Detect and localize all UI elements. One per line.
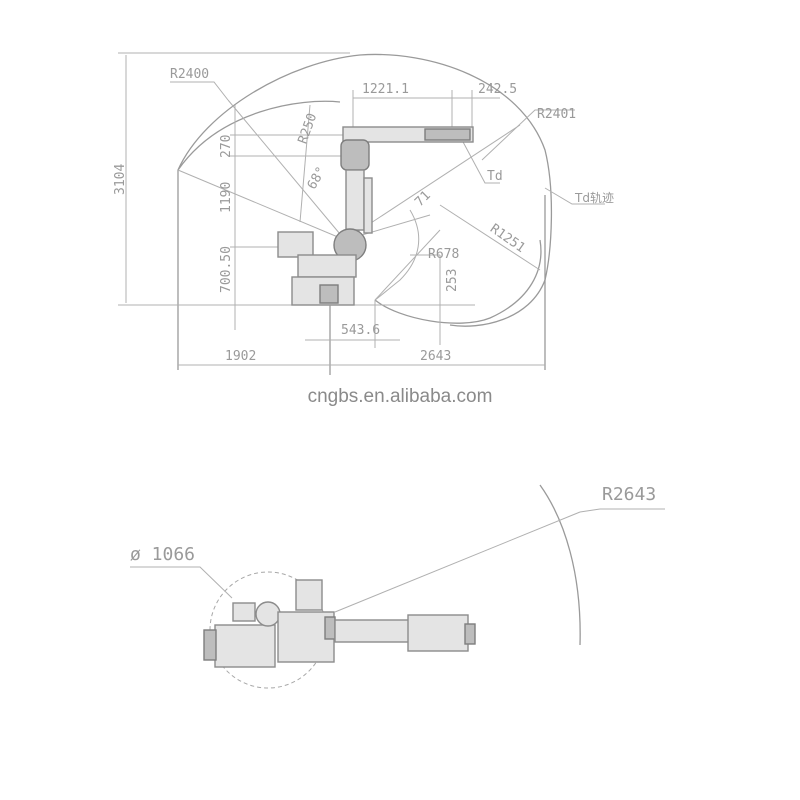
elbow-joint [340, 139, 370, 171]
leader-r2400 [170, 81, 229, 101]
outer-reach-arc [177, 53, 553, 327]
shoulder-flange [324, 616, 336, 640]
robot-arm-top [203, 579, 476, 668]
radial-line-3 [299, 104, 311, 223]
label-base-diameter: ø 1066 [130, 544, 195, 565]
radial-line-1 [227, 99, 346, 241]
turret-top [255, 601, 281, 627]
label-width-left: 1902 [225, 349, 256, 364]
motor-end-cap [203, 629, 217, 661]
label-td-trajectory: Td轨迹 [574, 191, 614, 205]
radial-line-4 [344, 124, 521, 241]
turret [297, 254, 357, 278]
label-reach-radius: R2643 [602, 484, 656, 505]
label-h-270: 270 [219, 135, 234, 158]
label-td-point: Td [487, 169, 503, 184]
inner-reach-arc [177, 100, 341, 171]
small-reach-arc [374, 209, 420, 301]
lower-arm-link [345, 169, 365, 231]
counterweight [277, 231, 314, 258]
label-r1251: R1251 [487, 221, 528, 256]
radial-line-6 [439, 204, 541, 271]
leader-td-trajectory [544, 187, 605, 205]
lower-reach-arc [374, 239, 542, 324]
label-r250: R250 [295, 111, 320, 146]
joint-box [232, 602, 256, 622]
label-r678: R678 [428, 247, 459, 262]
motor-housing [214, 624, 276, 668]
leader-r2401 [481, 109, 575, 161]
label-offset-543: 543.6 [341, 323, 380, 338]
label-r2401: R2401 [537, 107, 576, 122]
reach-arc-top [539, 484, 581, 646]
robot-arm-side [277, 126, 474, 306]
tool-flange-top [464, 623, 476, 645]
radial-line-2 [177, 169, 346, 241]
parallel-link [363, 177, 373, 234]
watermark: cngbs.en.alibaba.com [307, 386, 493, 407]
leader-td [461, 139, 500, 184]
label-angle-71: 71 [412, 188, 434, 210]
leader-diameter [130, 566, 233, 599]
label-h-base: 700.50 [219, 246, 234, 293]
label-r2400: R2400 [170, 67, 209, 82]
radial-line-7 [374, 229, 441, 301]
base-detail [319, 284, 339, 304]
label-angle-68: 68° [305, 164, 330, 192]
arm-top [334, 619, 411, 643]
side-view: R2400 R2401 R250 R1251 R678 3104 270 119… [113, 52, 614, 375]
top-view: ø 1066 R2643 [130, 484, 665, 689]
upper-link-top [295, 579, 323, 611]
label-v-253: 253 [445, 269, 460, 292]
label-width-right: 2643 [420, 349, 451, 364]
label-h-1190: 1190 [219, 182, 234, 213]
reach-radius-line [334, 511, 581, 613]
wrist-top [407, 614, 469, 652]
forearm-tool [424, 128, 471, 141]
label-wrist-offset: 242.5 [478, 82, 517, 97]
leader-r2643 [579, 508, 665, 513]
label-arm-length: 1221.1 [362, 82, 409, 97]
label-height-3104: 3104 [113, 164, 128, 195]
